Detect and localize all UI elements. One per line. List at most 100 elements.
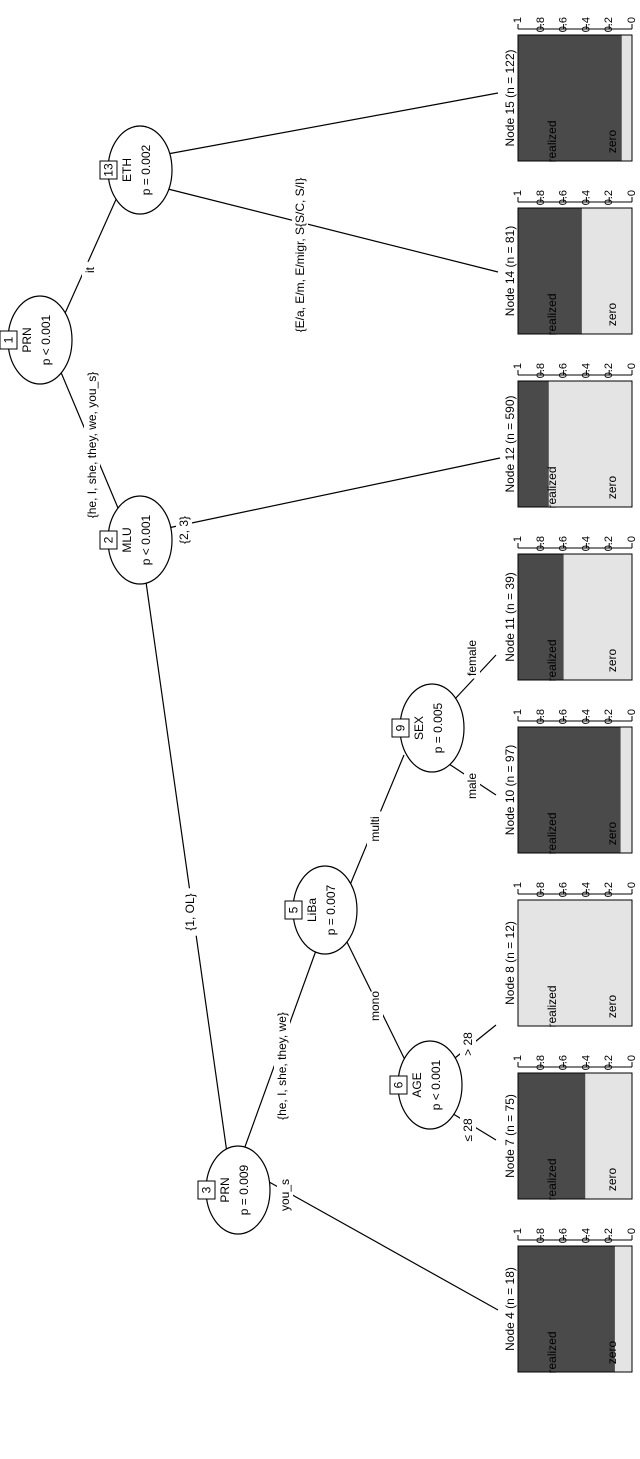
edge-label-bg-5-6 — [367, 991, 383, 1021]
terminal-node-10-frame — [517, 726, 633, 854]
terminal-node-12-tick-label-4: 0.8 — [535, 363, 547, 378]
terminal-node-12-tick-label-0: 0 — [626, 363, 638, 369]
terminal-node-10-realized-bar — [620, 727, 632, 853]
terminal-node-4-tick-label-3: 0.6 — [558, 1228, 570, 1243]
terminal-node-14-frame — [517, 207, 633, 335]
terminal-node-14-tick-label-2: 0.4 — [580, 190, 592, 205]
inner-node-6-pvalue: p < 0.001 — [429, 1059, 443, 1110]
terminal-node-8-frame — [517, 899, 633, 1027]
edge-label-6-8: > 28 — [461, 1032, 475, 1056]
terminal-node-10-title: Node 10 (n = 97) — [503, 745, 517, 835]
edge-label-bg-2-3 — [182, 888, 198, 936]
terminal-node-4-tick-label-5: 1 — [512, 1228, 524, 1234]
terminal-node-12-tick-label-1: 0.2 — [603, 363, 615, 378]
terminal-node-14-tick-label-3: 0.6 — [558, 190, 570, 205]
terminal-node-11-title: Node 11 (n = 39) — [503, 572, 517, 662]
inner-node-2-variable: MLU — [120, 527, 134, 552]
terminal-node-12-frame — [517, 380, 633, 508]
inner-node-5-id: 5 — [287, 906, 301, 913]
terminal-node-7-title: Node 7 (n = 75) — [503, 1094, 517, 1178]
edge-label-3-5: {he, I, she, they, we} — [275, 1012, 289, 1120]
terminal-node-15-zero-bar — [518, 35, 622, 161]
edge-label-bg-3-5 — [274, 995, 290, 1137]
inner-node-2-id-box — [99, 530, 118, 550]
edge-label-5-9: multi — [368, 816, 382, 841]
terminal-node-11-tick-label-5: 1 — [512, 536, 524, 542]
terminal-node-12-zero-bar — [518, 381, 549, 507]
terminal-node-14-tick-label-0: 0 — [626, 190, 638, 196]
terminal-node-10-label-zero: zero — [605, 822, 619, 846]
terminal-node-15-tick-label-2: 0.4 — [580, 17, 592, 32]
edge-label-bg-6-8 — [460, 1029, 476, 1059]
terminal-node-8-tick-label-3: 0.6 — [558, 882, 570, 897]
terminal-node-14-realized-bar — [581, 208, 632, 334]
terminal-node-7-tick-label-3: 0.6 — [558, 1055, 570, 1070]
inner-node-6: 6 AGE p < 0.001 — [389, 1040, 463, 1130]
terminal-node-11-tick-label-1: 0.2 — [603, 536, 615, 551]
terminal-node-4-label-zero: zero — [605, 1341, 619, 1365]
terminal-node-8-title: Node 8 (n = 12) — [503, 921, 517, 1005]
terminal-node-7-zero-bar — [518, 1073, 586, 1199]
terminal-node-10-zero-bar — [518, 727, 621, 853]
terminal-node-7-label-zero: zero — [605, 1168, 619, 1192]
terminal-node-7-realized-bar — [585, 1073, 632, 1199]
terminal-node-15-tick-label-4: 0.8 — [535, 17, 547, 32]
inner-node-13-variable: ETH — [120, 158, 134, 182]
edge-1-13 — [61, 194, 119, 321]
terminal-node-15-tick-label-3: 0.6 — [558, 17, 570, 32]
terminal-node-10-tick-label-3: 0.6 — [558, 709, 570, 724]
terminal-node-8-label-zero: zero — [605, 995, 619, 1019]
terminal-node-12-tick-label-2: 0.4 — [580, 363, 592, 378]
terminal-node-7-label-realized: realized — [545, 1158, 559, 1200]
terminal-node-15-realized-bar — [621, 35, 632, 161]
terminal-node-4-tick-label-4: 0.8 — [535, 1228, 547, 1243]
terminal-node-7-tick-label-2: 0.4 — [580, 1055, 592, 1070]
inner-node-6-variable: AGE — [410, 1072, 424, 1097]
inner-node-13-id: 13 — [102, 163, 116, 177]
edge-label-2-12: {2, 3} — [177, 516, 191, 544]
terminal-node-4-label-realized: realized — [545, 1331, 559, 1373]
edge-label-bg-9-10 — [464, 771, 480, 801]
terminal-node-15-tick-label-5: 1 — [512, 17, 524, 23]
terminal-node-8-tick-label-5: 1 — [512, 882, 524, 888]
edge-2-12 — [167, 457, 501, 529]
terminal-node-14-tick-label-4: 0.8 — [535, 190, 547, 205]
terminal-node-4-zero-bar — [518, 1246, 615, 1372]
terminal-node-10-tick-label-4: 0.8 — [535, 709, 547, 724]
terminal-node-10-label-realized: realized — [545, 812, 559, 854]
edge-2-3 — [144, 574, 229, 1161]
inner-node-5-variable: LiBa — [305, 898, 319, 922]
terminal-node-4-tick-label-0: 0 — [626, 1228, 638, 1234]
edge-label-6-7: ≤ 28 — [461, 1118, 475, 1142]
edge-label-5-6: mono — [368, 991, 382, 1021]
terminal-node-8-realized-bar — [518, 900, 632, 1026]
edge-label-bg-3-4 — [277, 1177, 293, 1213]
edge-label-bg-1-2 — [84, 353, 100, 537]
edge-label-bg-13-14 — [292, 160, 308, 350]
edge-13-14 — [159, 186, 499, 273]
terminal-node-15-title: Node 15 (n = 122) — [503, 49, 517, 146]
terminal-node-10-tick-label-1: 0.2 — [603, 709, 615, 724]
inner-node-6-id-box — [389, 1075, 408, 1095]
terminal-node-8-tick-label-2: 0.4 — [580, 882, 592, 897]
terminal-node-12-tick-label-3: 0.6 — [558, 363, 570, 378]
terminal-node-11-label-realized: realized — [545, 639, 559, 681]
edge-label-1-2: {he, I, she, they, we, you_s} — [85, 372, 99, 519]
inner-node-9-id-box — [391, 718, 410, 738]
inner-node-6-id: 6 — [392, 1081, 406, 1088]
inner-node-1-variable: PRN — [20, 327, 34, 352]
terminal-node-14-title: Node 14 (n = 81) — [503, 226, 517, 316]
terminal-node-11-zero-bar — [518, 554, 564, 680]
terminal-node-8-label-realized: realized — [545, 985, 559, 1027]
terminal-node-15-frame — [517, 34, 633, 162]
